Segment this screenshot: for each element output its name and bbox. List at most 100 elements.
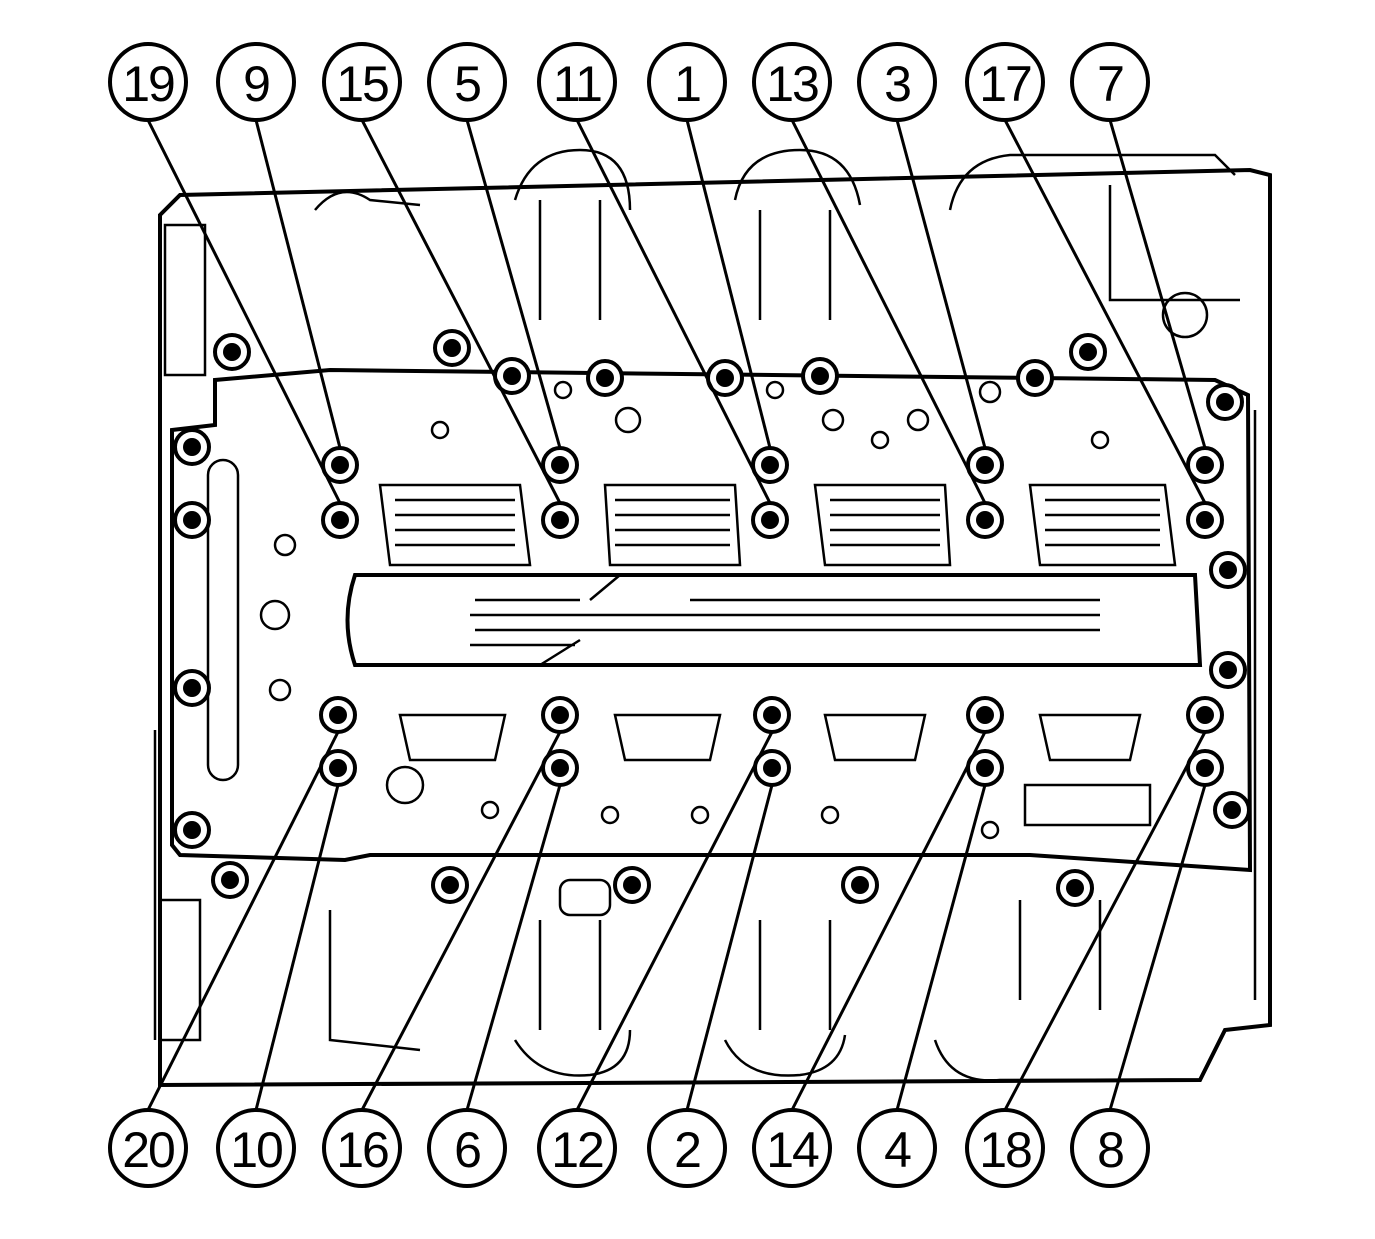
callouts-bottom: 20 10 16 6 12 2 14 4 18 8 — [108, 1108, 1150, 1188]
leader-line-20 — [146, 731, 340, 1111]
bolt-16 — [541, 696, 579, 734]
callout-8: 8 — [1070, 1108, 1150, 1188]
callout-label: 7 — [1097, 56, 1123, 112]
bolt — [801, 357, 839, 395]
callout-label: 12 — [551, 1122, 603, 1178]
callout-2: 2 — [647, 1108, 727, 1188]
bolt — [586, 359, 624, 397]
callout-label: 8 — [1097, 1122, 1123, 1178]
bolt-3 — [966, 446, 1004, 484]
callout-label: 1 — [674, 56, 700, 112]
callout-12: 12 — [537, 1108, 617, 1188]
bolt-17 — [1186, 501, 1224, 539]
valve-body-plate — [170, 367, 1253, 873]
bolt — [173, 669, 211, 707]
callout-label: 4 — [884, 1122, 911, 1178]
bolt — [211, 861, 249, 899]
callout-19: 19 — [108, 42, 188, 122]
leader-line-19 — [146, 119, 342, 504]
bolt-9 — [321, 446, 359, 484]
callout-label: 6 — [454, 1122, 480, 1178]
leader-line-10 — [254, 784, 340, 1111]
bolt-11 — [751, 501, 789, 539]
leader-line-11 — [575, 119, 772, 504]
callout-13: 13 — [752, 42, 832, 122]
leader-line-8 — [1108, 784, 1207, 1111]
leader-line-18 — [1003, 731, 1207, 1111]
callout-label: 17 — [979, 56, 1031, 112]
callout-label: 13 — [766, 56, 818, 112]
engine-block-outline — [153, 148, 1272, 1088]
callout-1: 1 — [647, 42, 727, 122]
bolt — [1209, 551, 1247, 589]
bolt-20 — [319, 696, 357, 734]
leader-line-5 — [465, 119, 562, 449]
callout-label: 14 — [766, 1122, 819, 1178]
bolt — [1206, 383, 1244, 421]
bolt-7 — [1186, 446, 1224, 484]
leader-line-13 — [790, 119, 987, 504]
bolt-14 — [966, 696, 1004, 734]
leader-lines — [146, 119, 1207, 1111]
callout-7: 7 — [1070, 42, 1150, 122]
callout-20: 20 — [108, 1108, 188, 1188]
leader-line-1 — [685, 119, 772, 449]
callout-label: 5 — [454, 56, 480, 112]
bolt — [1209, 651, 1247, 689]
leader-line-15 — [360, 119, 562, 504]
callout-18: 18 — [965, 1108, 1045, 1188]
callout-label: 2 — [674, 1122, 700, 1178]
leader-line-2 — [685, 784, 774, 1111]
callout-label: 9 — [243, 56, 269, 112]
bolt — [431, 866, 469, 904]
bolt-12 — [753, 696, 791, 734]
callout-16: 16 — [322, 1108, 402, 1188]
callout-14: 14 — [752, 1108, 832, 1188]
leader-line-14 — [790, 731, 987, 1111]
callout-label: 20 — [122, 1122, 174, 1178]
bolt — [173, 501, 211, 539]
callout-5: 5 — [427, 42, 507, 122]
bolt — [1069, 333, 1107, 371]
bolt-13 — [966, 501, 1004, 539]
bolt — [706, 359, 744, 397]
callout-10: 10 — [216, 1108, 296, 1188]
callout-label: 18 — [979, 1122, 1031, 1178]
callout-label: 16 — [336, 1122, 388, 1178]
bolt — [1213, 791, 1251, 829]
bolt-15 — [541, 501, 579, 539]
callout-17: 17 — [965, 42, 1045, 122]
callout-label: 19 — [122, 56, 174, 112]
leader-line-3 — [895, 119, 987, 449]
leader-line-16 — [360, 731, 562, 1111]
leader-line-9 — [254, 119, 342, 449]
bolt-19 — [321, 501, 359, 539]
bolt-8 — [1186, 749, 1224, 787]
leader-line-4 — [895, 784, 987, 1111]
bolt — [173, 428, 211, 466]
bolt — [841, 866, 879, 904]
bolt — [493, 357, 531, 395]
callout-label: 15 — [336, 56, 388, 112]
leader-line-12 — [575, 731, 774, 1111]
leader-line-6 — [465, 784, 562, 1111]
bolt — [213, 333, 251, 371]
callout-11: 11 — [537, 42, 617, 122]
callout-4: 4 — [857, 1108, 937, 1188]
callout-9: 9 — [216, 42, 296, 122]
bolt — [433, 329, 471, 367]
callout-label: 11 — [553, 56, 601, 112]
callout-6: 6 — [427, 1108, 507, 1188]
leader-line-7 — [1108, 119, 1207, 449]
bolt — [613, 866, 651, 904]
callout-3: 3 — [857, 42, 937, 122]
callout-label: 3 — [884, 56, 910, 112]
leader-line-17 — [1003, 119, 1207, 504]
callout-15: 15 — [322, 42, 402, 122]
bolt — [1016, 359, 1054, 397]
bolt-18 — [1186, 696, 1224, 734]
callout-label: 10 — [230, 1122, 282, 1178]
bolt — [173, 811, 211, 849]
